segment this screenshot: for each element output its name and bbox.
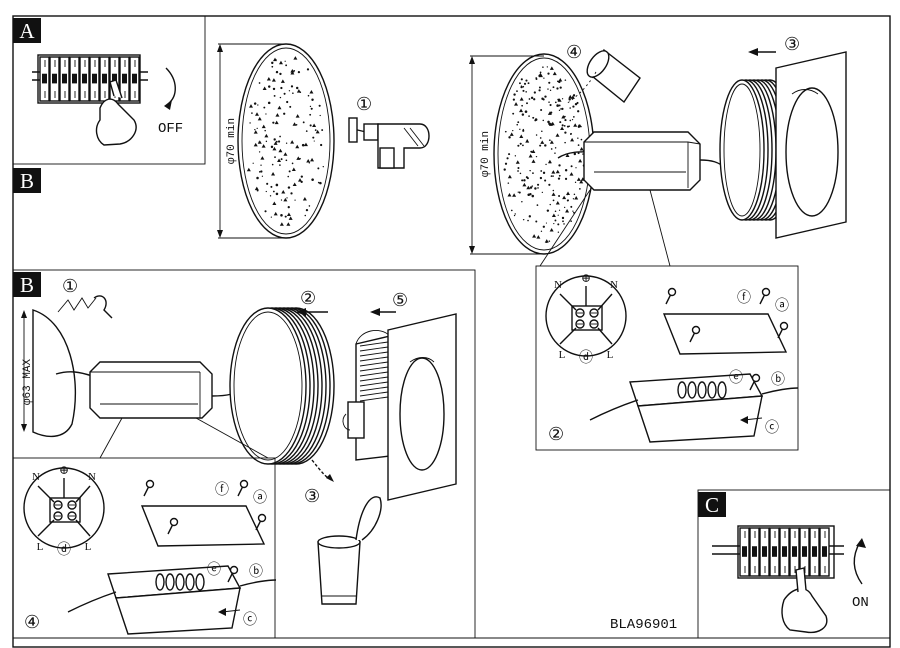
breaker-panel-off xyxy=(32,54,148,104)
slide-number-2: ② xyxy=(300,288,316,308)
terminal-c: ⓒ xyxy=(243,612,257,628)
terminal-a: ⓐ xyxy=(775,298,789,314)
wall-hole-right: φ70 min xyxy=(469,53,595,255)
diameter-70-left: φ70 min xyxy=(226,118,238,164)
step-4-number: ④ xyxy=(566,42,582,62)
diameter-63-max: φ63 MAX xyxy=(22,359,34,406)
terminal-b: ⓑ xyxy=(771,372,785,388)
hand-icon xyxy=(95,98,137,146)
step-3-number: ③ xyxy=(784,34,800,54)
terminal-c: ⓒ xyxy=(765,420,779,436)
panel-a: A OFF xyxy=(12,15,206,165)
dispose-number-3: ③ xyxy=(304,486,320,506)
switch-on-arrow-icon xyxy=(853,541,863,585)
panel-b-mid: B φ63 MAX ① ② xyxy=(12,269,476,639)
panel-c: C ON xyxy=(697,489,891,639)
mounting-sleeve-mid xyxy=(229,307,335,465)
step-b-top-tag: B xyxy=(13,168,41,193)
step-1-number: ① xyxy=(356,94,372,114)
waste-bin-icon xyxy=(317,496,382,605)
terminal-n-left: N xyxy=(554,279,562,291)
terminal-n-right: N xyxy=(610,279,618,291)
frame-number-5: ⑤ xyxy=(392,290,408,310)
cover-plate-top xyxy=(775,51,847,239)
driver-box-mid xyxy=(89,361,243,419)
wall-hole-mid xyxy=(32,309,77,438)
svg-text:B: B xyxy=(20,169,34,193)
step-4-left-number: ④ xyxy=(24,612,40,632)
terminal-e: ⓔ xyxy=(207,562,221,578)
terminal-l-right: L xyxy=(85,541,92,553)
cement-bucket-icon: ④ xyxy=(565,42,641,105)
terminal-earth: ⊕ xyxy=(581,271,591,285)
terminal-d: ⓓ xyxy=(57,542,71,558)
hand-on-icon xyxy=(781,588,828,634)
cover-plate-mid xyxy=(387,313,457,501)
terminal-f: ⓕ xyxy=(737,290,751,306)
terminal-n-left: N xyxy=(32,471,40,483)
led-module xyxy=(342,329,391,461)
terminal-n-right: N xyxy=(88,471,96,483)
breaker-panel-on xyxy=(712,525,844,579)
terminal-earth: ⊕ xyxy=(59,463,69,477)
panel-a-box xyxy=(12,15,206,165)
step-a-tag: A xyxy=(13,18,41,43)
panel-terminal-right: N N ⊕ L Lⓓ ⓕ ⓐ ⓔ ⓑ ⓒ ② xyxy=(535,265,799,451)
terminal-l-left: L xyxy=(559,349,566,361)
on-label: ON xyxy=(852,595,869,611)
terminal-d: ⓓ xyxy=(579,350,593,366)
terminal-l-right: L xyxy=(607,349,614,361)
drill-icon: ① xyxy=(348,94,430,169)
off-label: OFF xyxy=(158,121,183,137)
pull-cable-number: ① xyxy=(62,276,78,296)
switch-off-arrow-icon xyxy=(165,67,176,105)
svg-text:C: C xyxy=(705,493,719,517)
svg-text:A: A xyxy=(19,19,35,43)
panel-b-top: B φ70 min ① xyxy=(13,34,847,267)
diameter-70-right: φ70 min xyxy=(480,131,492,177)
terminal-b: ⓑ xyxy=(249,564,263,580)
step-c-tag: C xyxy=(698,492,726,517)
terminal-l-left: L xyxy=(37,541,44,553)
terminal-e: ⓔ xyxy=(729,370,743,386)
driver-box-top xyxy=(583,131,727,191)
step-2-right-number: ② xyxy=(548,424,564,444)
terminal-a: ⓐ xyxy=(253,490,267,506)
svg-text:B: B xyxy=(20,273,34,297)
wall-hole-left: φ70 min xyxy=(217,43,335,239)
step-b-mid-tag: B xyxy=(13,272,41,297)
model-number: BLA96901 xyxy=(610,617,677,633)
terminal-f: ⓕ xyxy=(215,482,229,498)
